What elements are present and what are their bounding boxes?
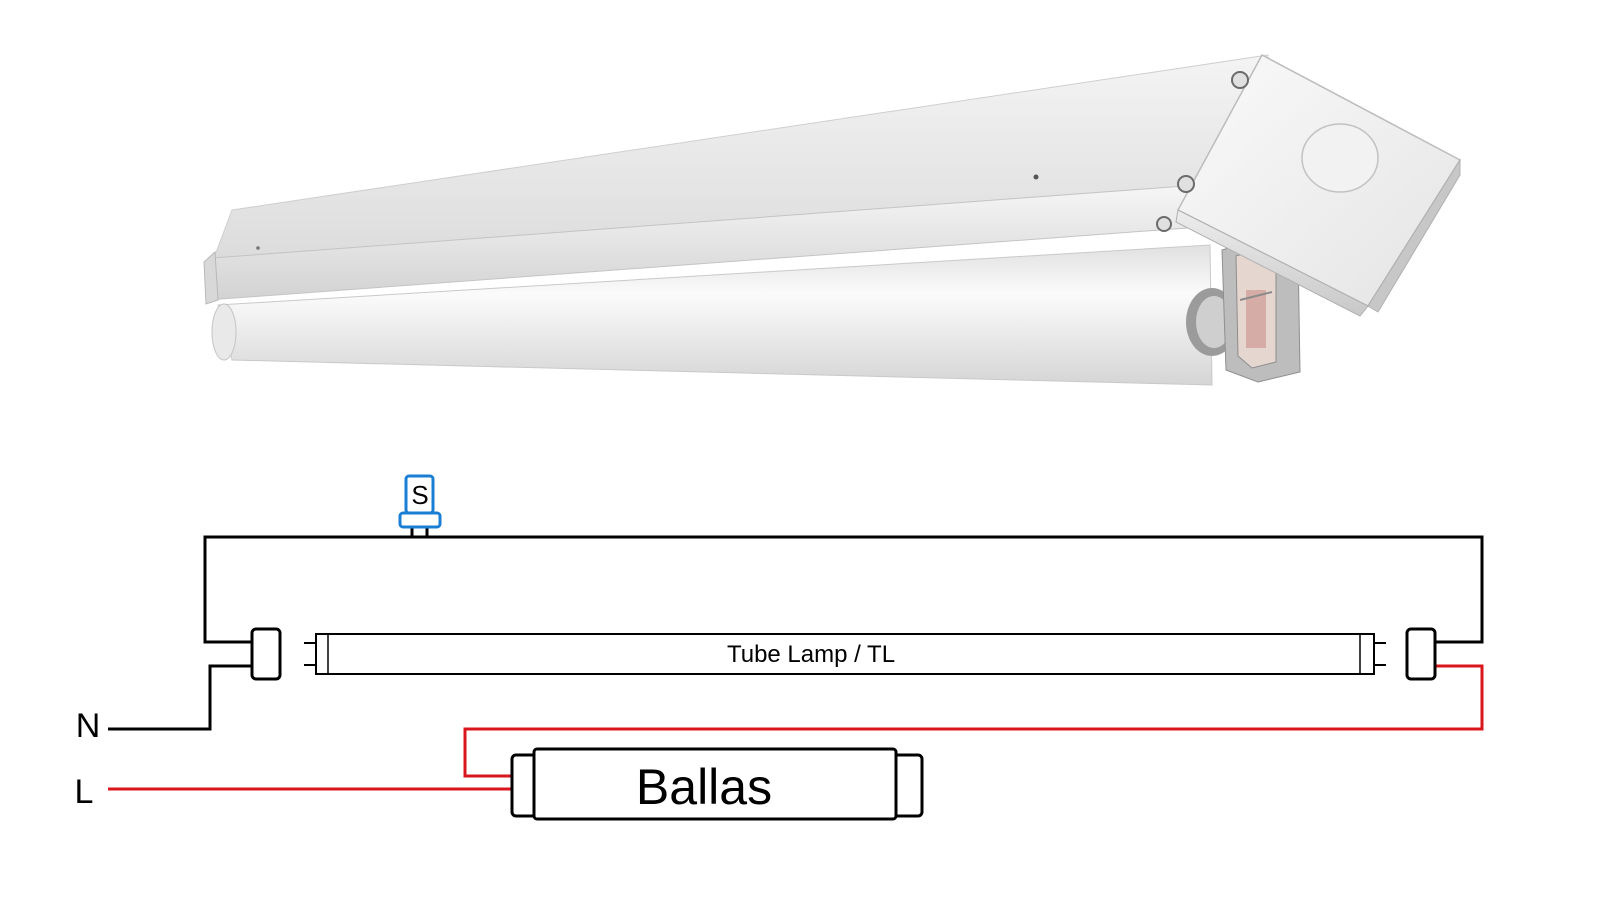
fluorescent-fixture-illustration xyxy=(203,53,1462,386)
screw-mid xyxy=(1177,175,1195,193)
screw-top xyxy=(1231,71,1249,89)
neutral-wire xyxy=(108,664,252,731)
lamp-holder-left xyxy=(250,627,282,681)
ballast-icon xyxy=(510,747,924,821)
ballast-label: Ballas xyxy=(636,759,772,815)
fixture-tube-end xyxy=(211,303,237,361)
tube-lamp-icon xyxy=(304,633,1386,675)
fixture-hole-left xyxy=(256,246,260,250)
fixture-lamp-holder xyxy=(1186,237,1301,383)
fixture-junction-box xyxy=(1156,53,1462,317)
starter-icon xyxy=(398,474,442,537)
fixture-left-endcap xyxy=(203,250,219,305)
ballast-output-wire xyxy=(463,664,1484,778)
starter-label: S xyxy=(411,480,428,510)
fixture-hole xyxy=(1033,174,1039,180)
screw-low xyxy=(1156,216,1172,232)
knockout-circle xyxy=(1301,123,1379,193)
tube-lamp-label: Tube Lamp / TL xyxy=(727,641,895,668)
wiring-schematic xyxy=(108,474,1484,821)
starter-loop-wire xyxy=(203,535,1484,644)
lamp-holder-right xyxy=(1405,627,1437,681)
neutral-label: N xyxy=(76,707,101,745)
live-label: L xyxy=(75,773,94,811)
